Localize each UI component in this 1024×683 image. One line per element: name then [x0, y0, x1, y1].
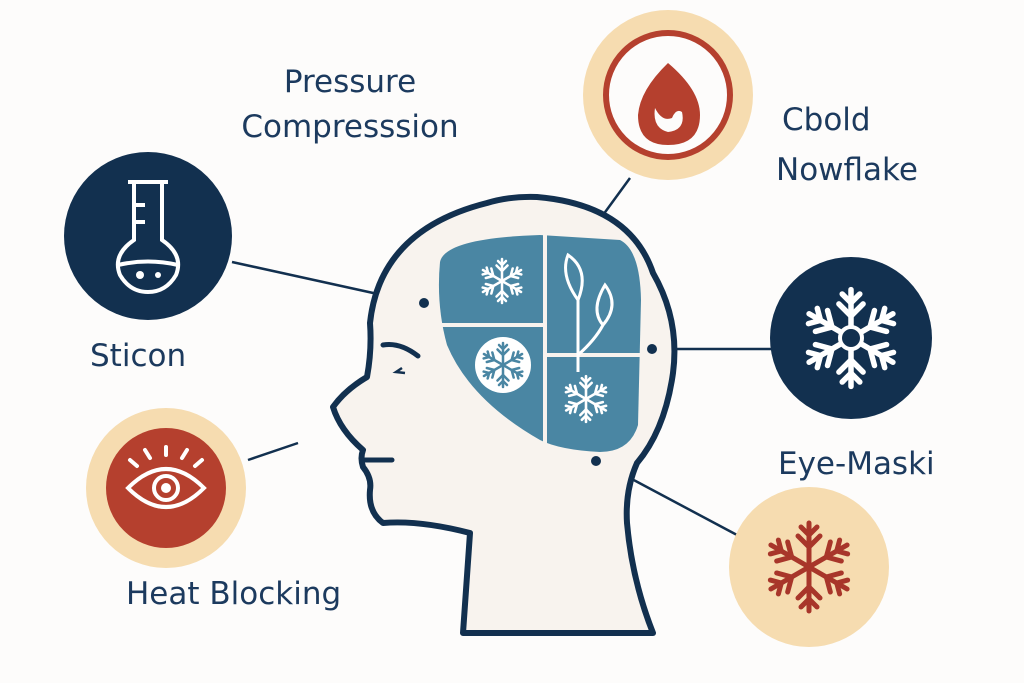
flask-badge — [64, 152, 232, 320]
snowflake-badge — [770, 257, 932, 419]
label-heat-blocking: Heat Blocking — [126, 576, 342, 612]
eye-icon — [125, 445, 207, 509]
leaf-icon — [564, 252, 614, 372]
label-line: Compresssion — [241, 109, 459, 145]
brain-panels — [436, 230, 645, 455]
label-line: Pressure — [283, 64, 417, 100]
eye-badge — [86, 408, 246, 568]
label-line: Nowflake — [776, 152, 918, 188]
snowflake-red-badge — [729, 487, 889, 647]
flask-icon — [115, 180, 181, 295]
label-pressure-compression: Pressure Compresssion — [210, 62, 490, 147]
label-line: Cbold — [782, 102, 871, 138]
label-sticon: Sticon — [90, 338, 187, 374]
flame-icon — [638, 63, 700, 145]
label-cbold-nowflake: Cbold Nowflake — [776, 100, 918, 190]
label-eye-mask: Eye-Maski — [778, 446, 935, 482]
flame-badge — [583, 10, 753, 180]
